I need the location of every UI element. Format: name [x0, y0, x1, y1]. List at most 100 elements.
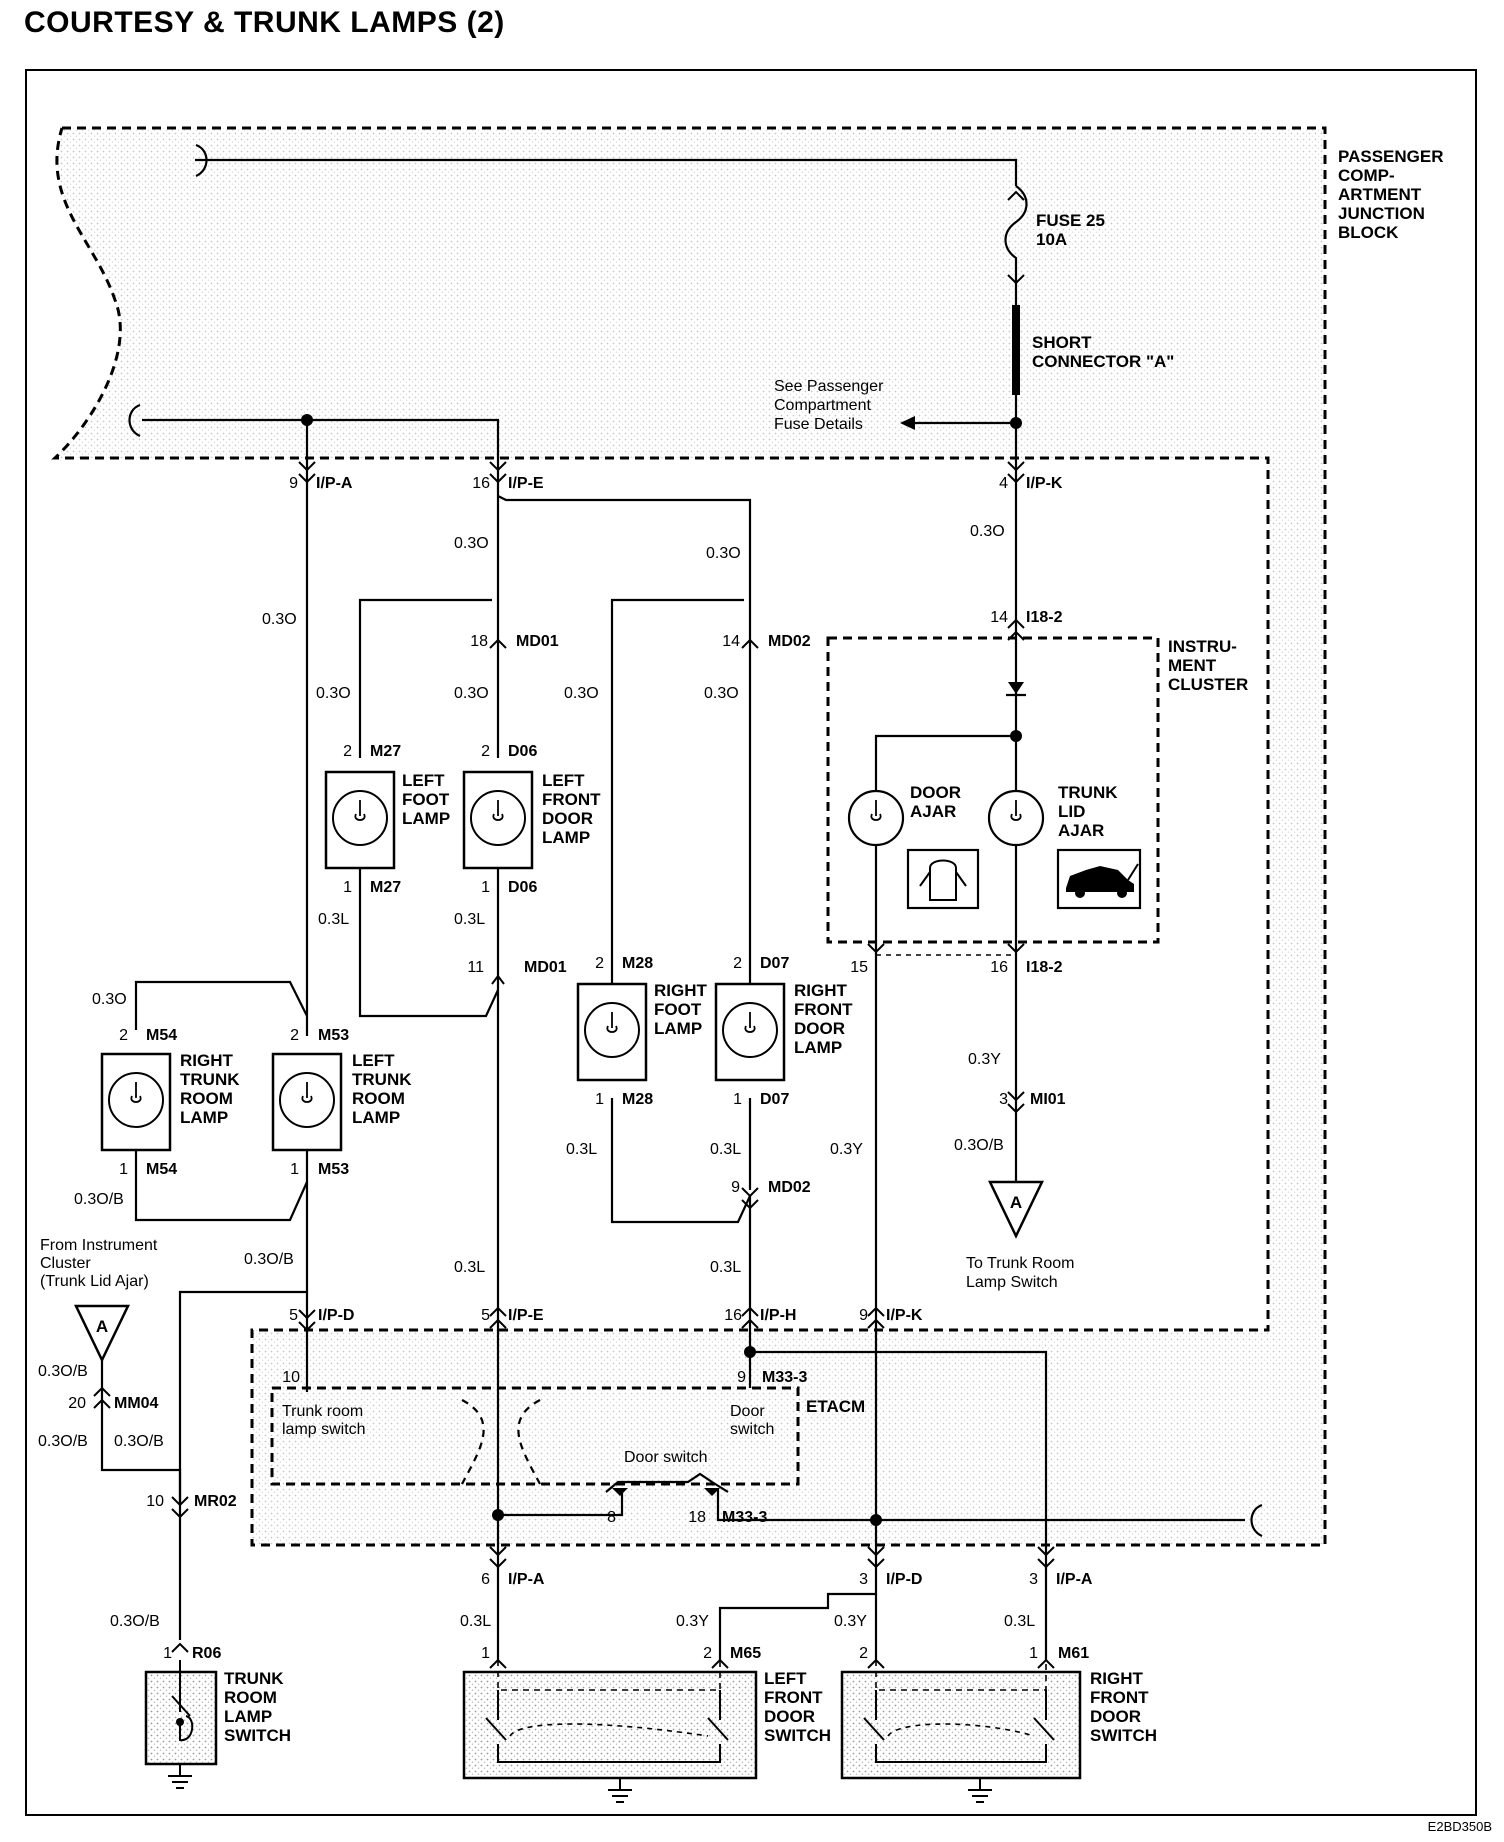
svg-text:RIGHT: RIGHT: [794, 981, 848, 1000]
svg-text:2: 2: [733, 955, 742, 972]
svg-text:10: 10: [282, 1369, 300, 1386]
svg-text:5: 5: [289, 1307, 298, 1324]
svg-text:From Instrument: From Instrument: [40, 1237, 158, 1254]
svg-text:JUNCTION: JUNCTION: [1338, 204, 1425, 223]
svg-text:0.3L: 0.3L: [1004, 1613, 1035, 1630]
svg-text:ROOM: ROOM: [224, 1688, 277, 1707]
svg-text:Door switch: Door switch: [624, 1449, 708, 1466]
svg-text:SHORT: SHORT: [1032, 333, 1092, 352]
svg-text:11: 11: [467, 959, 484, 976]
svg-text:15: 15: [850, 959, 868, 976]
switch-left-front-door: [462, 1660, 758, 1803]
svg-text:MENT: MENT: [1168, 656, 1217, 675]
svg-text:M27: M27: [370, 743, 401, 760]
svg-text:0.3O: 0.3O: [92, 991, 127, 1008]
svg-text:TRUNK: TRUNK: [224, 1669, 284, 1688]
svg-text:I/P-K: I/P-K: [886, 1307, 923, 1324]
svg-text:M27: M27: [370, 879, 401, 896]
svg-text:MR02: MR02: [194, 1493, 237, 1510]
svg-text:16: 16: [990, 959, 1008, 976]
svg-text:1: 1: [290, 1161, 299, 1178]
svg-text:MM04: MM04: [114, 1395, 159, 1412]
svg-text:2: 2: [119, 1027, 128, 1044]
svg-text:PASSENGER: PASSENGER: [1338, 147, 1444, 166]
connector-ids: I/P-A I/P-E I/P-K MD01 MD02 I18-2 M27 D0…: [114, 475, 1093, 1662]
svg-text:M28: M28: [622, 955, 653, 972]
svg-text:R06: R06: [192, 1645, 221, 1662]
svg-text:I/P-D: I/P-D: [886, 1571, 922, 1588]
junction-block-region: [55, 128, 1325, 1545]
svg-text:10: 10: [146, 1493, 164, 1510]
svg-text:14: 14: [722, 633, 740, 650]
svg-text:0.3L: 0.3L: [454, 1259, 485, 1276]
lamp-labels: LEFT FOOT LAMP LEFT FRONT DOOR LAMP RIGH…: [180, 771, 1118, 1127]
svg-text:1: 1: [1029, 1645, 1038, 1662]
svg-text:M53: M53: [318, 1027, 349, 1044]
svg-text:DOOR: DOOR: [1090, 1707, 1141, 1726]
svg-text:I/P-H: I/P-H: [760, 1307, 796, 1324]
svg-text:M61: M61: [1058, 1645, 1089, 1662]
svg-text:RIGHT: RIGHT: [180, 1051, 234, 1070]
svg-text:2: 2: [859, 1645, 868, 1662]
etacm-internals: [461, 1399, 729, 1496]
svg-text:3: 3: [1029, 1571, 1038, 1588]
svg-text:3: 3: [859, 1571, 868, 1588]
switch-right-front-door: [840, 1660, 1082, 1803]
svg-text:0.3O/B: 0.3O/B: [244, 1251, 294, 1268]
svg-text:0.3O/B: 0.3O/B: [110, 1613, 160, 1630]
svg-text:TRUNK: TRUNK: [1058, 783, 1118, 802]
svg-text:1: 1: [481, 879, 490, 896]
svg-text:0.3L: 0.3L: [318, 911, 349, 928]
svg-text:MD01: MD01: [524, 959, 567, 976]
svg-text:M54: M54: [146, 1027, 177, 1044]
svg-text:0.3O: 0.3O: [704, 685, 739, 702]
svg-text:Cluster: Cluster: [40, 1255, 91, 1272]
to-trunk-note: To Trunk Room Lamp Switch: [966, 1255, 1074, 1291]
diagram-code: E2BD350B: [1427, 1819, 1492, 1834]
svg-text:ROOM: ROOM: [180, 1089, 233, 1108]
svg-text:0.3O/B: 0.3O/B: [38, 1363, 88, 1380]
pin-numbers: 9 16 4 18 14 14 2 2 1 1 11 15 16 2 2 1 1…: [68, 475, 1038, 1662]
svg-text:D07: D07: [760, 955, 789, 972]
door-open-icon: [906, 848, 980, 910]
svg-text:M33-3: M33-3: [722, 1509, 767, 1526]
svg-text:I/P-D: I/P-D: [318, 1307, 354, 1324]
svg-text:8: 8: [607, 1509, 616, 1526]
svg-text:DOOR: DOOR: [764, 1707, 815, 1726]
svg-text:0.3O: 0.3O: [262, 611, 297, 628]
svg-text:FRONT: FRONT: [542, 790, 601, 809]
svg-text:1: 1: [481, 1645, 490, 1662]
svg-text:SWITCH: SWITCH: [764, 1726, 831, 1745]
svg-text:Door: Door: [730, 1403, 765, 1420]
svg-text:ARTMENT: ARTMENT: [1338, 185, 1422, 204]
svg-text:D07: D07: [760, 1091, 789, 1108]
svg-text:0.3O/B: 0.3O/B: [74, 1191, 124, 1208]
svg-text:LEFT: LEFT: [402, 771, 445, 790]
svg-text:I18-2: I18-2: [1026, 959, 1063, 976]
fuse-label: FUSE 25 10A: [1036, 211, 1105, 249]
svg-text:10A: 10A: [1036, 230, 1067, 249]
svg-text:16: 16: [472, 475, 490, 492]
svg-text:DOOR: DOOR: [794, 1019, 845, 1038]
svg-text:0.3L: 0.3L: [454, 911, 485, 928]
svg-text:COMP-: COMP-: [1338, 166, 1395, 185]
lamp-trunk-lid-ajar: [987, 789, 1045, 847]
svg-text:I18-2: I18-2: [1026, 609, 1063, 626]
see-fuse-note: See Passenger Compartment Fuse Details: [774, 378, 884, 433]
lamp-left-foot: [324, 770, 396, 870]
svg-text:6: 6: [481, 1571, 490, 1588]
svg-text:INSTRU-: INSTRU-: [1168, 637, 1237, 656]
svg-text:See Passenger: See Passenger: [774, 378, 884, 395]
svg-text:1: 1: [595, 1091, 604, 1108]
svg-text:CLUSTER: CLUSTER: [1168, 675, 1248, 694]
outer-frame: [25, 69, 1477, 1816]
svg-text:0.3Y: 0.3Y: [830, 1141, 863, 1158]
svg-text:2: 2: [343, 743, 352, 760]
svg-text:switch: switch: [730, 1421, 774, 1438]
etacm-border: [270, 1386, 800, 1486]
svg-text:9: 9: [737, 1369, 746, 1386]
svg-text:FOOT: FOOT: [402, 790, 450, 809]
connector-marks: [93, 190, 1055, 1669]
svg-text:FRONT: FRONT: [794, 1000, 853, 1019]
